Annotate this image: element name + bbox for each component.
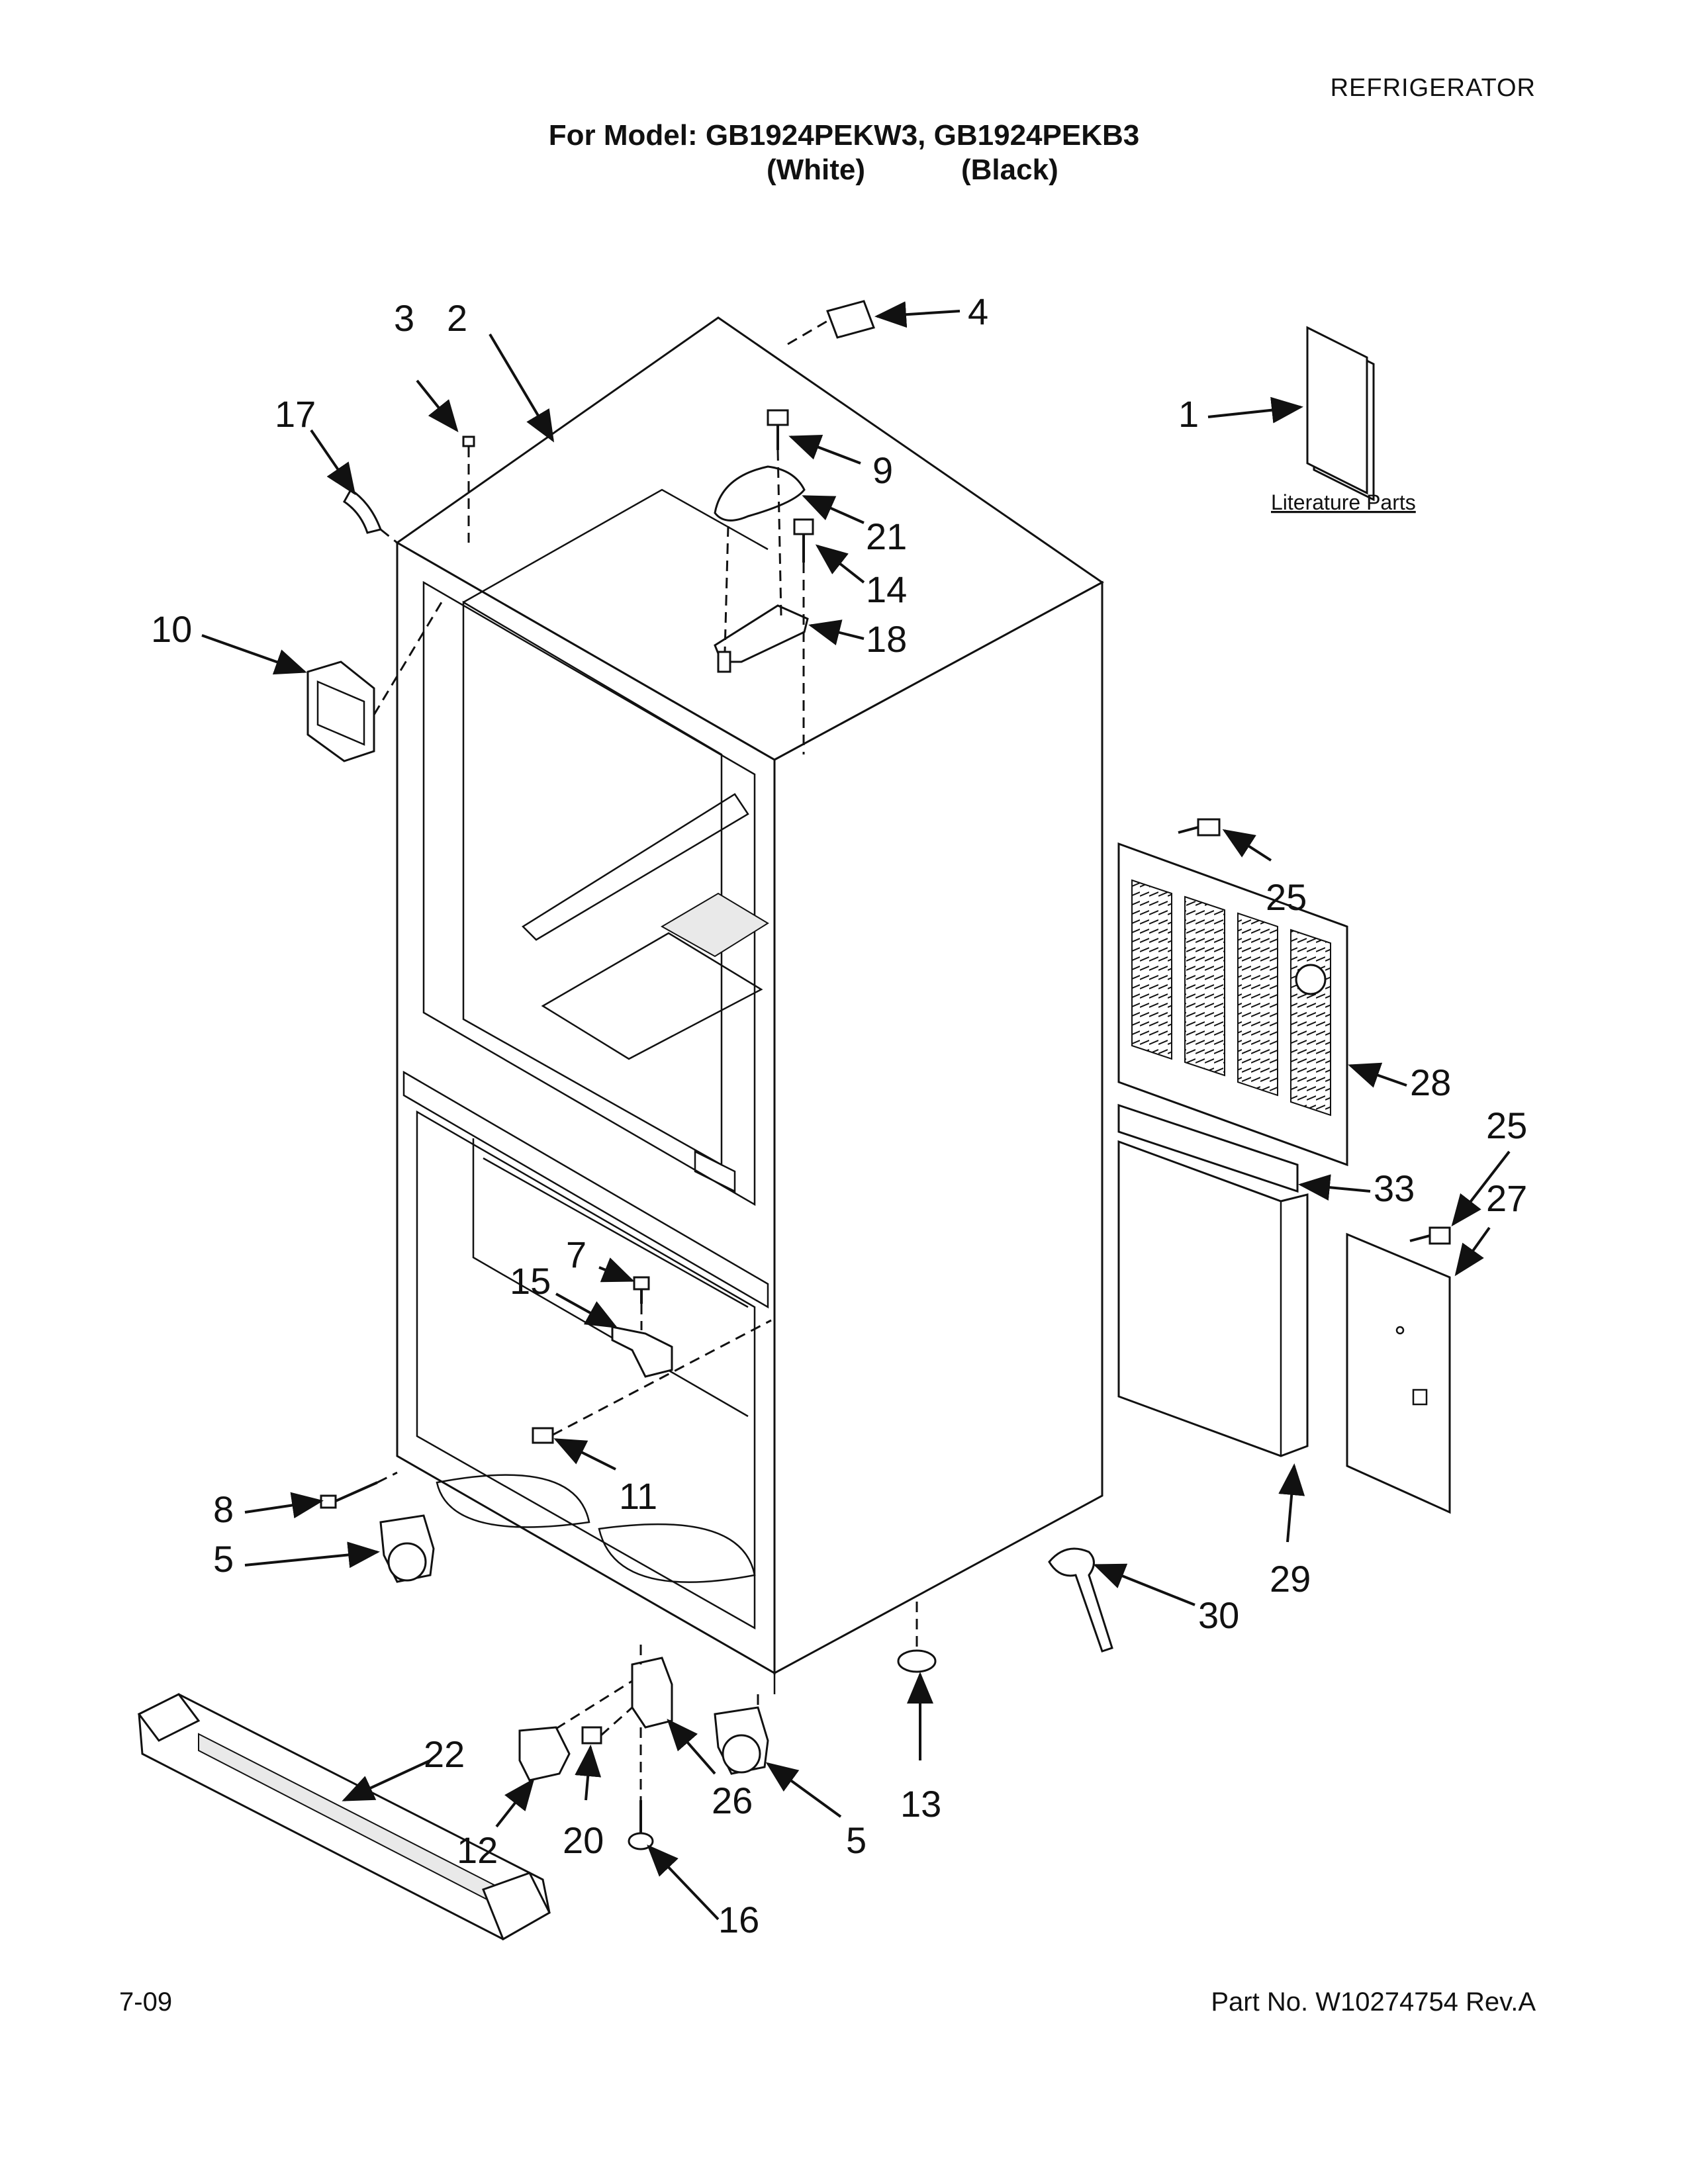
- variant-white: (White): [767, 154, 866, 186]
- callout-4: 4: [968, 291, 988, 332]
- callout-33: 33: [1374, 1167, 1415, 1209]
- callout-21: 21: [866, 516, 907, 557]
- roller-part-5-right: [714, 1706, 769, 1775]
- callout-14: 14: [866, 569, 907, 610]
- screw-part-25-lower: [1409, 1226, 1451, 1245]
- access-panel-part-29: [1117, 1140, 1309, 1457]
- cover-plate-part-27: [1346, 1232, 1451, 1514]
- callout-15: 15: [510, 1260, 551, 1302]
- hinge-cover-part-12: [518, 1726, 571, 1782]
- screw-part-25-upper: [1178, 818, 1221, 837]
- roller-part-5-left: [379, 1514, 435, 1583]
- callout-7: 7: [566, 1234, 586, 1275]
- screw-part-11: [532, 1427, 554, 1444]
- callout-11: 11: [619, 1475, 657, 1517]
- toe-grille-part-22: [137, 1693, 551, 1941]
- callout-25-upper: 25: [1266, 876, 1307, 918]
- model-line: For Model: GB1924PEKW3, GB1924PEKB3: [548, 119, 1140, 152]
- callout-22: 22: [424, 1733, 465, 1775]
- callout-2: 2: [447, 297, 467, 339]
- center-hinge-part-15: [611, 1326, 673, 1378]
- bolt-part-8: [320, 1481, 378, 1509]
- callout-13: 13: [900, 1783, 941, 1825]
- cabinet-shell: [395, 316, 1104, 1694]
- literature-parts-label: Literature Parts: [1271, 490, 1416, 514]
- callout-26: 26: [712, 1780, 753, 1821]
- callout-10: 10: [151, 608, 192, 650]
- callout-9: 9: [872, 449, 893, 491]
- screw-part-7: [633, 1276, 650, 1304]
- hinge-cap-part-21: [714, 465, 806, 522]
- power-cord-part-30: [1048, 1547, 1113, 1653]
- label-part-4: [826, 300, 875, 339]
- variant-black: (Black): [961, 154, 1058, 186]
- callout-17: 17: [275, 393, 316, 435]
- plug-part-17: [343, 488, 382, 534]
- control-housing-part-10: [306, 660, 375, 762]
- footer-date: 7-09: [119, 1987, 173, 2017]
- callout-12: 12: [457, 1829, 498, 1871]
- pin-part-16: [628, 1800, 654, 1850]
- callout-8: 8: [213, 1488, 234, 1530]
- footer-part-number: Part No. W10274754 Rev.A: [1211, 1987, 1536, 2017]
- callout-25-lower: 25: [1486, 1105, 1527, 1146]
- screw-part-9: [767, 409, 789, 450]
- callout-16: 16: [718, 1899, 759, 1940]
- callout-30: 30: [1198, 1594, 1239, 1636]
- leader-arrows: [201, 301, 1511, 1921]
- callout-labels: 1 2 3 4 5 5 7 8 9 10 11 12 13 14 15 16 1…: [151, 291, 1527, 1940]
- seal-strip-part-33: [1117, 1103, 1299, 1193]
- callout-1: 1: [1178, 393, 1199, 435]
- bracket-part-26: [631, 1657, 673, 1729]
- assembly-lines: [373, 320, 918, 1800]
- leveling-foot-part-13: [897, 1649, 937, 1673]
- callout-5-left: 5: [213, 1538, 234, 1580]
- callout-18: 18: [866, 618, 907, 660]
- callout-20: 20: [563, 1819, 604, 1861]
- callout-3: 3: [394, 297, 414, 339]
- category-label: REFRIGERATOR: [1330, 74, 1536, 102]
- callout-29: 29: [1270, 1558, 1311, 1600]
- rear-grille-part-28: [1117, 842, 1348, 1167]
- literature-booklet: [1306, 326, 1375, 502]
- screw-part-20: [581, 1726, 602, 1745]
- callout-28: 28: [1410, 1062, 1451, 1103]
- screw-part-3: [462, 435, 475, 447]
- callout-27: 27: [1486, 1177, 1527, 1219]
- callout-5-right: 5: [846, 1819, 867, 1861]
